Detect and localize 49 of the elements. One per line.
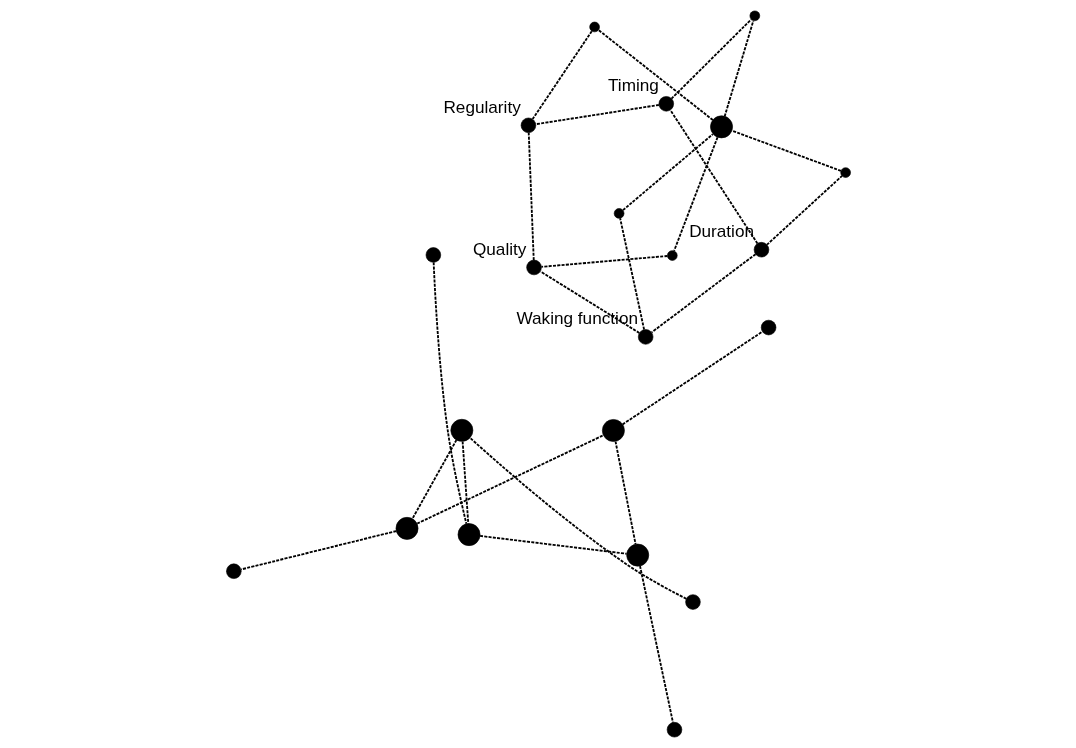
node-circle [457,523,480,546]
node-circle [525,259,542,276]
connector [461,440,469,525]
node-circle [225,563,241,579]
node-circle [520,117,536,133]
node-circle [588,21,600,33]
node-circle [666,250,678,261]
connector [478,535,628,555]
node-label: Duration [688,221,754,242]
node-circle [839,167,851,178]
node-circle [613,208,624,219]
connector [670,18,752,100]
node-circle [658,96,674,112]
connector [730,129,842,172]
connector [411,439,457,520]
node-circle [709,115,733,139]
connector [468,436,687,600]
node-circle [425,247,441,263]
connector [621,330,763,426]
node-circle [450,418,473,442]
node-circle [753,242,769,258]
connector [765,175,843,246]
connector [527,131,535,261]
connector [432,261,467,525]
node-circle [395,517,418,540]
connector [672,136,718,252]
connector [534,104,660,126]
connector [618,217,645,331]
node-circle [666,722,682,738]
connector [239,530,397,571]
connector [650,253,756,334]
node-circle [684,594,701,610]
node-circle [637,329,653,345]
connector [415,434,604,525]
connector [621,133,714,212]
node-circle [625,543,649,567]
node-label: Quality [472,238,526,259]
connector [614,440,636,546]
connector [638,565,674,724]
node-circle [601,419,625,442]
node-circle [749,10,760,22]
connector [597,29,714,121]
connector [668,109,758,245]
node-label: Timing [607,75,659,96]
connector [723,19,754,118]
connector [540,255,668,268]
node-circle [760,319,776,336]
node-label: Regularity [442,96,521,117]
connector [531,30,593,120]
